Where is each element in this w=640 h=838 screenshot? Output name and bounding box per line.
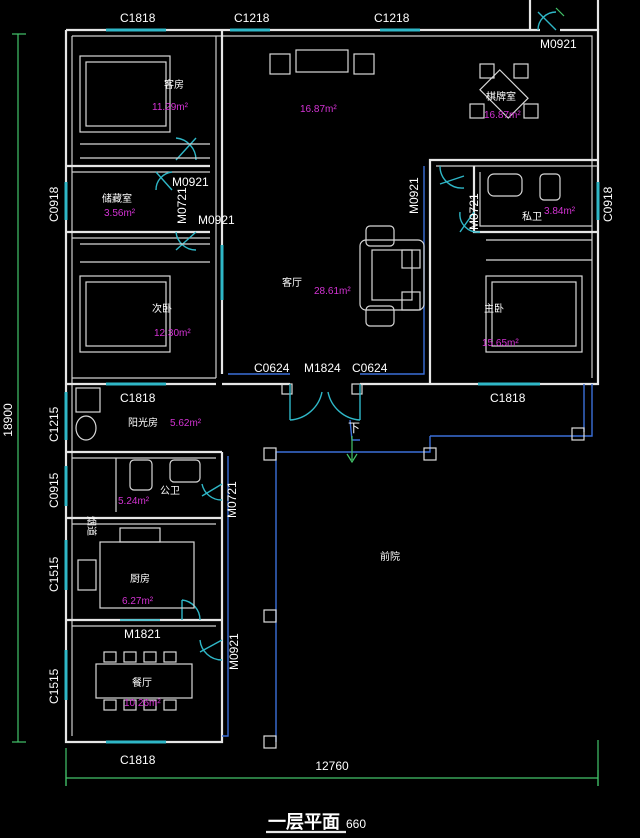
room-name-flue: 烟道 (85, 516, 98, 536)
inner-outline (222, 166, 593, 742)
label-d-top-right: M0921 (540, 37, 577, 51)
room-name-guest: 客房 (164, 78, 184, 91)
label-d-dining: M0921 (227, 633, 241, 670)
columns (263, 383, 585, 749)
room-area-dining: 10.26m² (124, 698, 161, 709)
room-labels: 客房 11.29m² 16.87m² 棋牌室 16.87m² 储藏室 3.56m… (85, 78, 576, 709)
label-d-store: M0721 (175, 187, 189, 224)
label-w-top1: C1818 (120, 11, 156, 25)
room-area-wc: 5.24m² (118, 496, 150, 507)
room-name-courtyard: 前院 (380, 550, 400, 563)
room-name-bath: 私卫 (522, 211, 542, 223)
room-area-top: 16.87m² (300, 104, 337, 115)
plan-title: 一层平面 (268, 812, 340, 833)
dimension-lines (12, 33, 599, 786)
room-name-living: 客厅 (282, 276, 302, 289)
label-w-kitchen: C1515 (47, 556, 61, 592)
room-name-master: 主卧 (484, 302, 504, 315)
label-w-right-bath: C0918 (601, 186, 615, 222)
label-d-wc: M0721 (225, 481, 239, 518)
label-w-second: C1818 (120, 391, 156, 405)
label-d-guest: M0921 (172, 175, 209, 189)
label-w-bottom: C1818 (120, 753, 156, 767)
label-w-master: C1818 (490, 391, 526, 405)
room-name-dining: 餐厅 (132, 676, 152, 689)
room-area-storage: 3.56m² (104, 208, 136, 219)
label-w-dining: C1515 (47, 668, 61, 704)
room-area-kitchen: 6.27m² (122, 596, 154, 607)
room-area-bath: 3.84m² (544, 206, 576, 217)
room-area-master: 15.65m² (482, 338, 519, 349)
exterior-walls (64, 0, 600, 744)
room-name-kitchen: 厨房 (130, 572, 150, 585)
room-name-second: 次卧 (152, 302, 172, 315)
down-arrow-label: 下 (348, 421, 360, 435)
label-w-front1: C0624 (254, 361, 290, 375)
label-w-wc: C0915 (47, 472, 61, 508)
room-name-storage: 储藏室 (102, 192, 132, 205)
height-dimension: 18900 (1, 403, 15, 437)
label-d-kitchen: M1821 (124, 627, 161, 641)
label-w-front2: C0624 (352, 361, 388, 375)
plan-title-scale: 660 (346, 817, 366, 831)
room-area-card: 16.87m² (484, 110, 521, 121)
opening-labels: C1818 C1218 C1218 M0921 M0921 M0721 M092… (47, 11, 615, 767)
label-w-top2: C1218 (234, 11, 270, 25)
label-d-second: M0921 (198, 213, 235, 227)
label-w-top3: C1218 (374, 11, 410, 25)
room-area-living: 28.61m² (314, 286, 351, 297)
room-area-second: 12.30m² (154, 328, 191, 339)
windows (64, 28, 600, 744)
label-w-sun: C1215 (47, 406, 61, 442)
label-w-left-store: C0918 (47, 186, 61, 222)
label-d-front: M1824 (304, 361, 341, 375)
room-area-sun: 5.62m² (170, 418, 202, 429)
doors (120, 11, 557, 661)
room-name-sun: 阳光房 (128, 416, 158, 429)
width-dimension: 12760 (315, 759, 349, 773)
room-name-wc: 公卫 (160, 486, 180, 497)
label-d-bath: M0721 (467, 193, 481, 230)
room-name-card: 棋牌室 (486, 90, 516, 103)
room-area-guest: 11.29m² (152, 102, 189, 113)
label-d-master: M0921 (407, 177, 421, 214)
furniture (75, 7, 592, 711)
